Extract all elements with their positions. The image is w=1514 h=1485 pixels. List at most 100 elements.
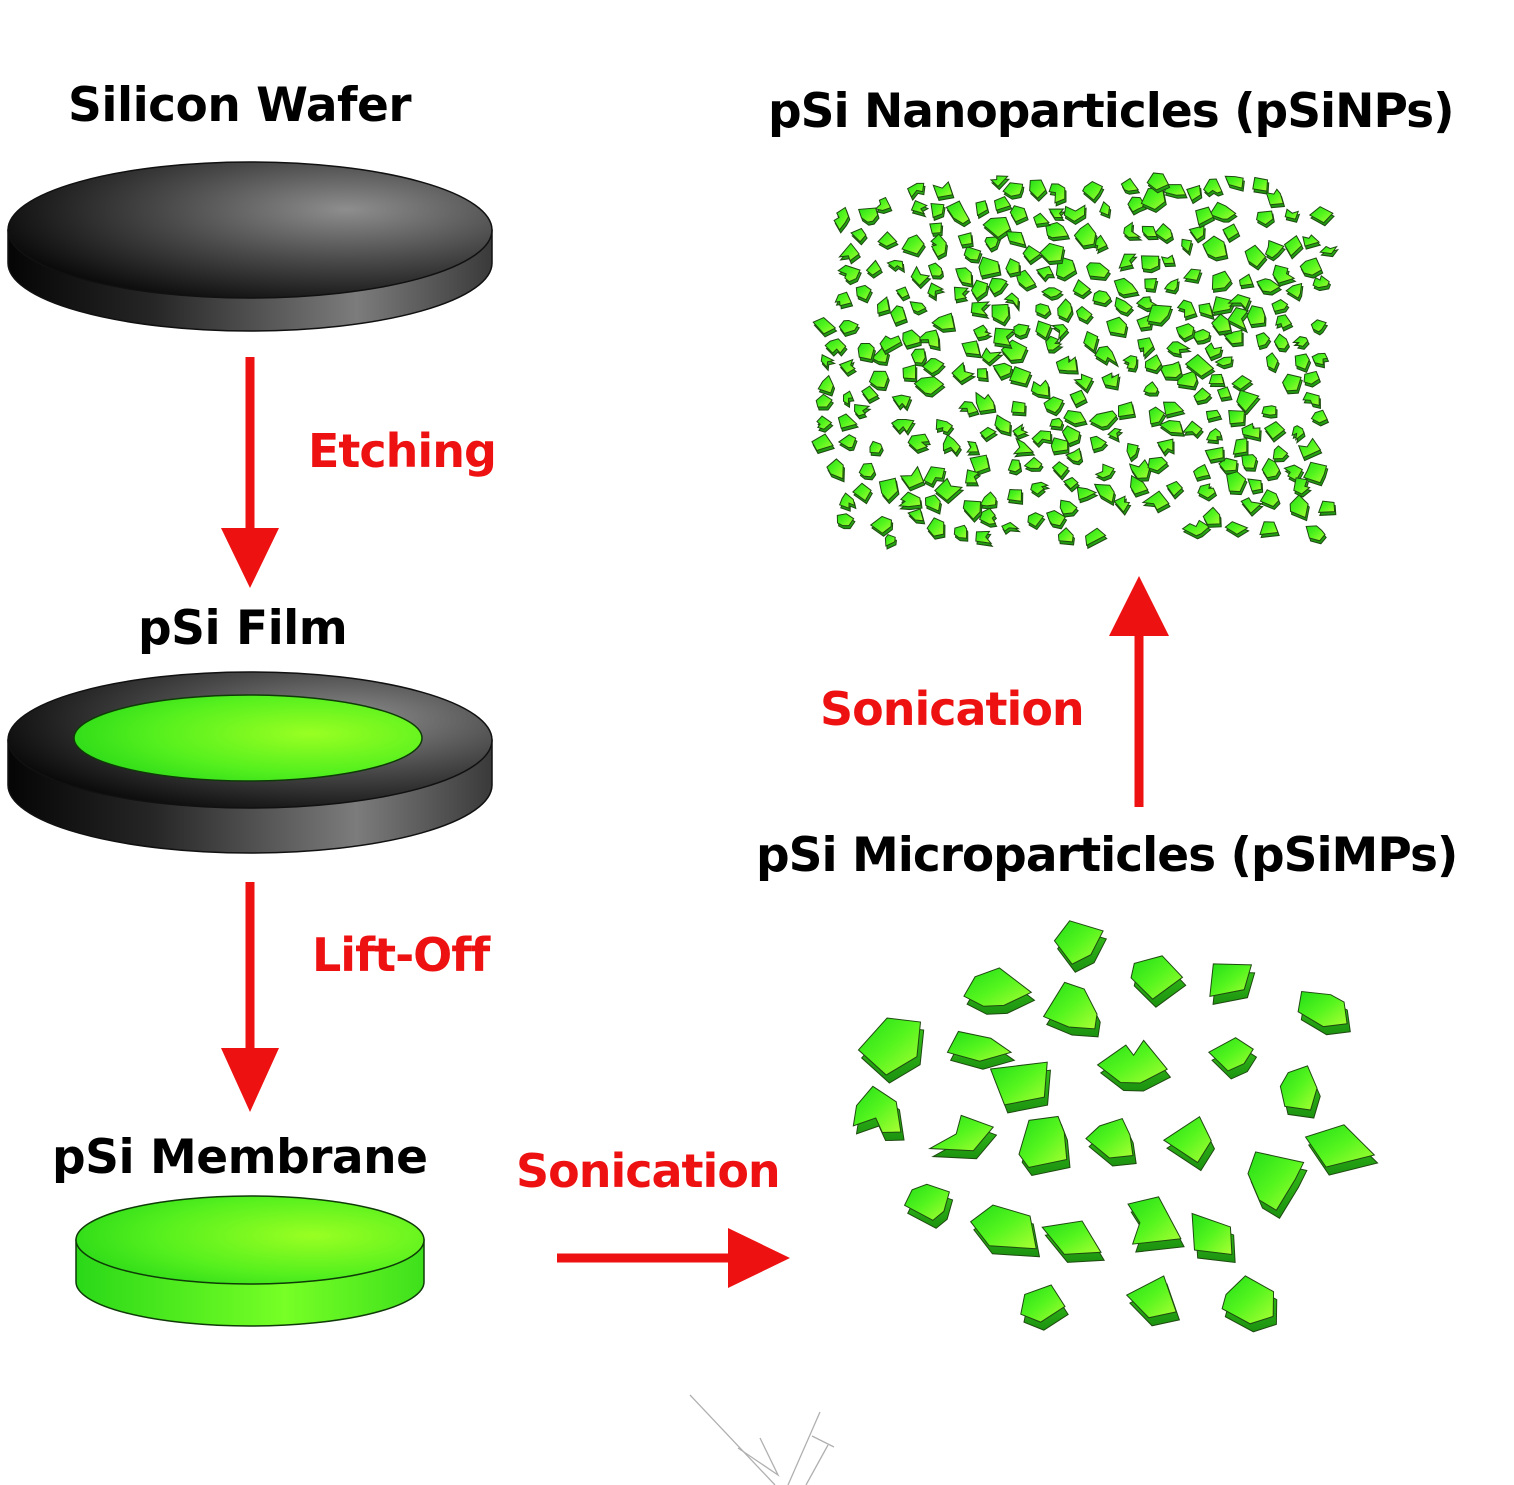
- particle: [865, 259, 883, 279]
- particle: [898, 491, 923, 511]
- particle: [838, 319, 861, 338]
- particle: [1144, 278, 1159, 293]
- particle: [1304, 1124, 1379, 1176]
- particle: [1241, 422, 1262, 442]
- particle: [1191, 1212, 1236, 1264]
- particle: [1195, 206, 1216, 229]
- particle: [1203, 178, 1224, 198]
- particle: [1128, 459, 1152, 482]
- particle: [1204, 446, 1225, 464]
- particle: [1007, 459, 1023, 476]
- particle: [1130, 955, 1187, 1008]
- particle: [1284, 208, 1301, 223]
- particle: [1261, 457, 1282, 482]
- particle: [1181, 519, 1212, 540]
- particle: [1096, 1039, 1172, 1092]
- particle: [1083, 330, 1100, 355]
- particle: [1281, 373, 1303, 395]
- particle: [1063, 409, 1088, 428]
- particle: [1057, 527, 1075, 546]
- particle: [1226, 471, 1248, 496]
- particle: [1141, 490, 1171, 514]
- particle: [1209, 201, 1238, 223]
- particle: [1197, 483, 1218, 502]
- particle: [1043, 396, 1065, 417]
- nanoparticle-cluster: [811, 172, 1340, 550]
- particle: [1094, 463, 1116, 482]
- particle: [1146, 304, 1174, 327]
- particle: [1035, 265, 1056, 283]
- particle: [1125, 1275, 1181, 1327]
- particle: [1050, 323, 1070, 344]
- particle: [1165, 480, 1185, 500]
- particle: [1076, 486, 1099, 504]
- particle: [1311, 352, 1330, 369]
- particle: [979, 507, 998, 528]
- particle: [1022, 244, 1044, 266]
- particle: [1317, 500, 1337, 516]
- particle: [1018, 1115, 1071, 1177]
- particle: [886, 259, 905, 274]
- particle: [1310, 319, 1329, 336]
- particle: [945, 200, 972, 228]
- particle: [874, 196, 893, 214]
- particle: [1231, 374, 1254, 393]
- particle: [1209, 963, 1256, 1005]
- particle: [932, 181, 955, 201]
- particle: [1010, 400, 1027, 417]
- particle: [958, 401, 980, 418]
- particle: [1259, 521, 1280, 539]
- particle: [1113, 277, 1140, 299]
- particle: [884, 534, 897, 550]
- particle: [963, 967, 1036, 1015]
- particle: [1291, 336, 1310, 350]
- particle: [991, 303, 1011, 327]
- particle: [929, 222, 944, 237]
- particle: [1143, 381, 1160, 397]
- particle: [1123, 221, 1143, 241]
- particle: [1053, 920, 1108, 973]
- particle: [837, 264, 862, 286]
- psi-film-disc: [7, 671, 493, 854]
- particle: [1263, 421, 1287, 443]
- particle: [1012, 423, 1030, 440]
- particle: [1101, 372, 1121, 391]
- particle: [826, 458, 845, 483]
- particle: [1265, 352, 1280, 374]
- etching-arrow: [221, 357, 279, 588]
- particle: [1002, 182, 1025, 200]
- particle: [1182, 268, 1203, 284]
- particle: [930, 202, 946, 222]
- particle: [979, 491, 998, 510]
- particle: [1265, 188, 1286, 209]
- particle: [1223, 329, 1244, 348]
- particle: [838, 242, 862, 265]
- particle: [891, 394, 913, 412]
- particle: [852, 1085, 905, 1142]
- particle: [1090, 234, 1109, 255]
- particle: [899, 465, 926, 492]
- particle: [1208, 1037, 1258, 1080]
- particle: [1192, 463, 1212, 482]
- particle: [1055, 256, 1078, 282]
- particle: [837, 413, 860, 432]
- particle: [1302, 391, 1321, 410]
- particle: [1202, 506, 1222, 528]
- particle: [964, 469, 982, 487]
- particle: [916, 329, 941, 352]
- particle: [1001, 521, 1022, 535]
- particle: [909, 301, 928, 316]
- particle: [1279, 1065, 1321, 1119]
- particle: [1118, 253, 1138, 272]
- particle: [895, 286, 911, 302]
- particle: [842, 390, 855, 409]
- particle: [910, 265, 932, 290]
- particle: [993, 327, 1017, 349]
- particle: [980, 347, 1005, 367]
- particle: [837, 434, 858, 452]
- particle: [1020, 1284, 1069, 1331]
- particle: [923, 466, 947, 489]
- particle: [1236, 389, 1261, 416]
- psi-film-label: pSi Film: [138, 601, 348, 656]
